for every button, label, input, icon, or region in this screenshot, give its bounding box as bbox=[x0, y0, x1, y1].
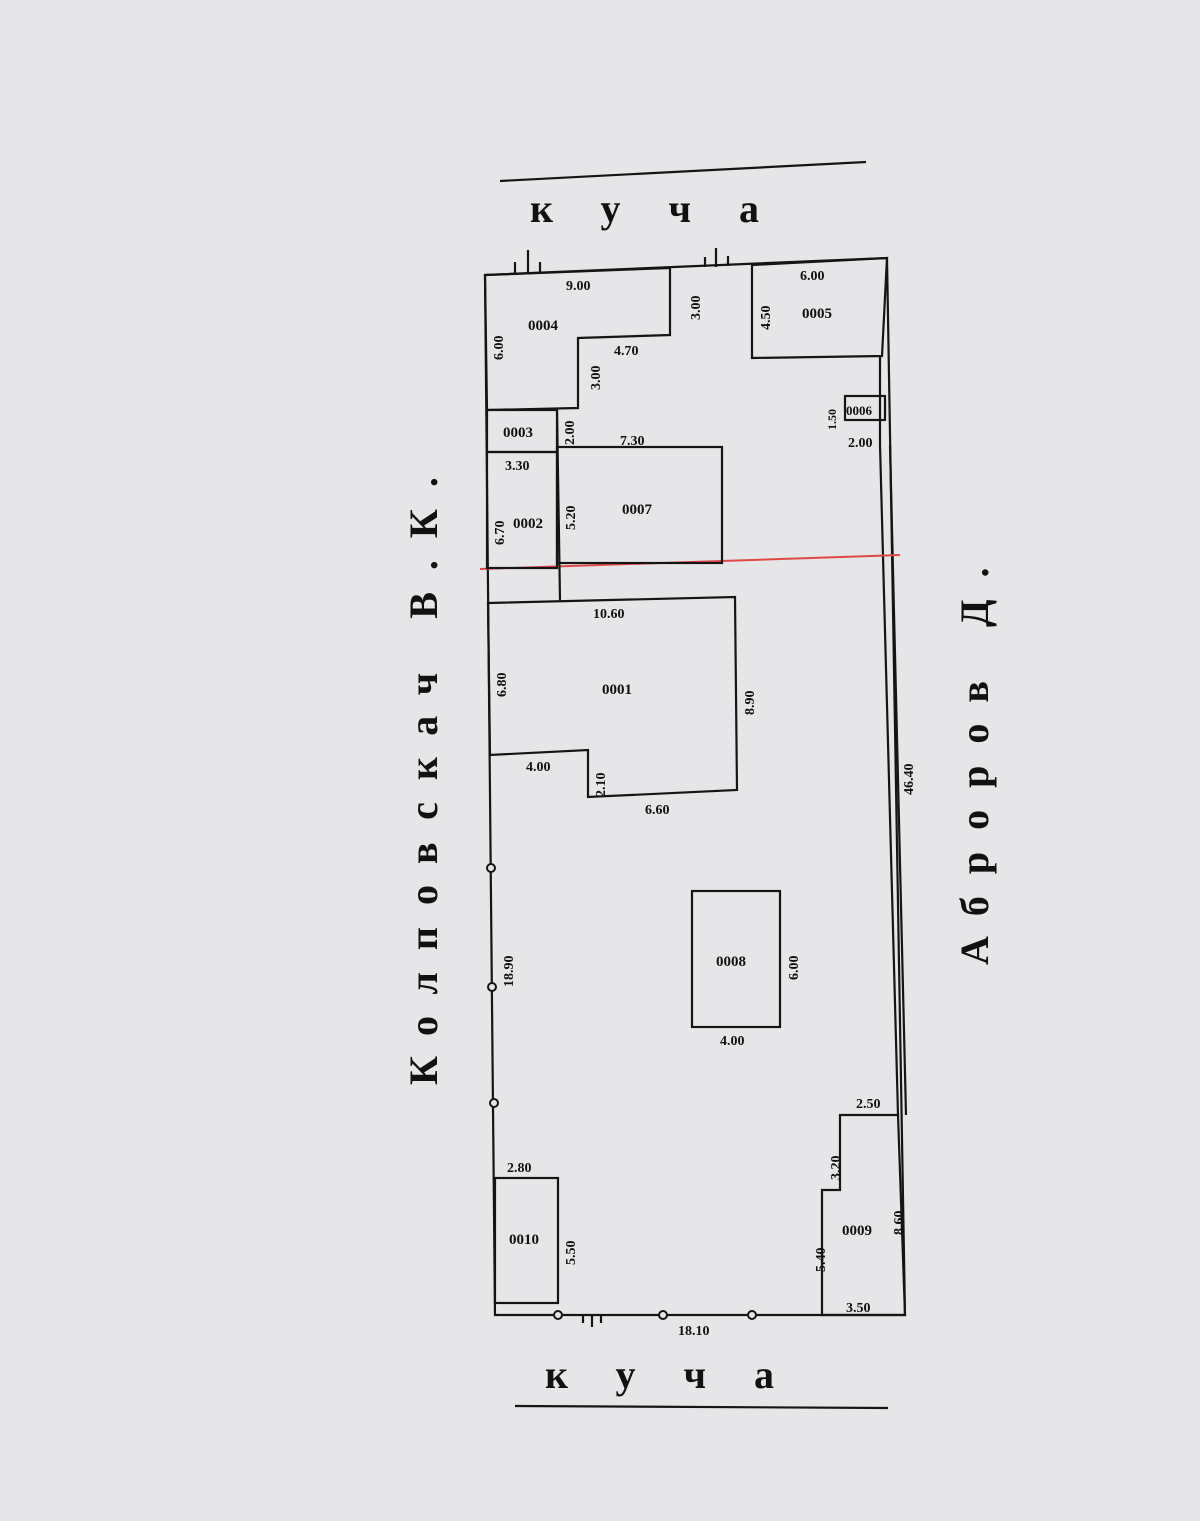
room-label-0001: 0001 bbox=[602, 682, 632, 698]
boundary-points bbox=[486, 863, 757, 1320]
left-neighbor-label: Колповскач В.К. bbox=[401, 455, 446, 1085]
dim-2-80: 2.80 bbox=[507, 1161, 532, 1176]
dim-5-40: 5.40 bbox=[814, 1248, 829, 1273]
building-0007 bbox=[555, 445, 724, 565]
dim-2-00-a: 2.00 bbox=[563, 421, 578, 446]
dim-1-50: 1.50 bbox=[825, 409, 839, 430]
room-label-0004: 0004 bbox=[528, 318, 559, 334]
bottom-street-line bbox=[514, 1404, 889, 1410]
divider-line bbox=[555, 409, 562, 601]
dim-2-50: 2.50 bbox=[856, 1097, 881, 1112]
dim-8-90: 8.90 bbox=[743, 691, 758, 716]
dim-5-50: 5.50 bbox=[564, 1241, 579, 1266]
dim-46-40: 46.40 bbox=[902, 764, 917, 796]
dim-3-00-a: 3.00 bbox=[689, 296, 704, 321]
dim-3-50: 3.50 bbox=[846, 1301, 871, 1316]
dim-4-00-a: 4.00 bbox=[526, 760, 551, 775]
bottom-street-label: куча bbox=[545, 1352, 822, 1397]
room-label-0010: 0010 bbox=[509, 1232, 539, 1248]
dim-3-30: 3.30 bbox=[505, 459, 530, 474]
building-0005 bbox=[750, 256, 889, 360]
building-0009 bbox=[820, 1113, 907, 1317]
top-gate-marks bbox=[513, 248, 730, 274]
room-label-0006: 0006 bbox=[846, 403, 873, 418]
dim-6-70: 6.70 bbox=[493, 521, 508, 546]
building-0006 bbox=[843, 394, 887, 422]
room-label-0002: 0002 bbox=[513, 516, 543, 532]
dim-6-00-c: 6.00 bbox=[787, 956, 802, 981]
dim-6-60: 6.60 bbox=[645, 803, 670, 818]
right-inner-wall-2 bbox=[888, 444, 908, 1116]
top-street-label: куча bbox=[530, 186, 807, 231]
dim-18-90: 18.90 bbox=[502, 956, 517, 988]
room-label-0007: 0007 bbox=[622, 502, 653, 518]
room-label-0003: 0003 bbox=[503, 425, 533, 441]
dim-7-30: 7.30 bbox=[620, 434, 645, 449]
dim-6-00-top: 6.00 bbox=[800, 269, 825, 284]
dim-4-00-b: 4.00 bbox=[720, 1034, 745, 1049]
dim-8-60: 8.60 bbox=[892, 1211, 907, 1236]
dim-2-10: 2.10 bbox=[594, 773, 609, 798]
dim-6-00-left: 6.00 bbox=[492, 336, 507, 361]
dim-4-70: 4.70 bbox=[614, 344, 639, 359]
dim-10-60: 10.60 bbox=[593, 607, 625, 622]
bottom-gate-marks bbox=[581, 1315, 603, 1327]
dim-6-80: 6.80 bbox=[495, 673, 510, 698]
dim-3-00-b: 3.00 bbox=[589, 366, 604, 391]
room-label-0009: 0009 bbox=[842, 1223, 872, 1239]
dim-4-50: 4.50 bbox=[759, 306, 774, 331]
building-0010 bbox=[493, 1176, 560, 1305]
right-neighbor-label: Аброров Д. bbox=[952, 546, 997, 965]
room-label-0005: 0005 bbox=[802, 306, 832, 322]
dim-9-00: 9.00 bbox=[566, 279, 591, 294]
building-0001 bbox=[486, 595, 739, 799]
dim-5-20: 5.20 bbox=[564, 506, 579, 531]
dim-3-20: 3.20 bbox=[829, 1156, 844, 1181]
right-inner-wall bbox=[878, 356, 900, 1116]
dim-18-10: 18.10 bbox=[678, 1324, 710, 1339]
building-0008 bbox=[690, 889, 782, 1029]
top-street-line bbox=[499, 160, 867, 183]
room-label-0008: 0008 bbox=[716, 954, 746, 970]
dim-2-00-right: 2.00 bbox=[848, 436, 873, 451]
